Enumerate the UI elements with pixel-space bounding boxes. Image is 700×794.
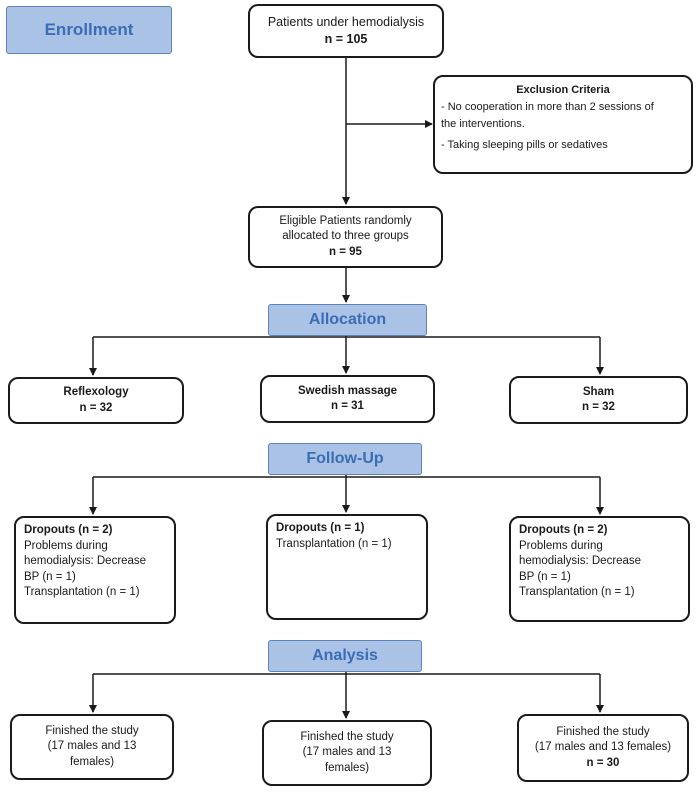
- eligible-line-1: Eligible Patients randomly: [279, 214, 412, 227]
- group-count: n = 31: [331, 400, 364, 412]
- eligible-count: n = 95: [329, 245, 362, 258]
- analysis-sham: Finished the study (17 males and 13 fema…: [517, 714, 689, 782]
- group-name: Sham: [582, 385, 615, 398]
- phase-enrollment: Enrollment: [6, 6, 172, 54]
- group-count: n = 32: [79, 401, 113, 414]
- group-reflexology: Reflexology n = 32: [8, 377, 184, 424]
- phase-followup: Follow-Up: [268, 443, 422, 475]
- enrollment-count: n = 105: [324, 32, 368, 46]
- phase-analysis: Analysis: [268, 640, 422, 672]
- dropouts-title: Dropouts (n = 2): [24, 524, 113, 536]
- dropouts-line: Transplantation (n = 1): [519, 586, 635, 598]
- analysis-swedish-massage: Finished the study (17 males and 13 fema…: [262, 720, 432, 786]
- dropouts-title: Dropouts (n = 2): [519, 524, 608, 536]
- dropouts-line: Transplantation (n = 1): [24, 586, 140, 598]
- group-count: n = 32: [582, 401, 615, 413]
- analysis-line-2: (17 males and 13: [302, 746, 392, 759]
- analysis-line-1: Finished the study: [556, 725, 650, 738]
- exclusion-title: Exclusion Criteria: [516, 84, 610, 96]
- dropouts-line: Problems during: [24, 539, 108, 552]
- analysis-reflexology: Finished the study (17 males and 13 fema…: [10, 714, 174, 780]
- exclusion-item-1a: - No cooperation in more than 2 sessions…: [441, 101, 654, 113]
- exclusion-item-2: - Taking sleeping pills or sedatives: [441, 139, 608, 151]
- dropouts-line: BP (n = 1): [519, 570, 571, 583]
- phase-allocation: Allocation: [268, 304, 427, 336]
- analysis-line-2: (17 males and 13: [47, 740, 137, 753]
- dropouts-line: BP (n = 1): [24, 570, 76, 583]
- dropouts-line: Transplantation (n = 1): [276, 537, 392, 550]
- group-name: Swedish massage: [297, 384, 398, 397]
- exclusion-item-1b: the interventions.: [441, 118, 525, 130]
- analysis-line-1: Finished the study: [45, 724, 139, 737]
- enrollment-box: Patients under hemodialysis n = 105: [248, 4, 444, 58]
- eligible-line-2: allocated to three groups: [282, 230, 409, 243]
- analysis-line-3: n = 30: [586, 756, 620, 769]
- dropouts-line: hemodialysis: Decrease: [24, 555, 147, 567]
- dropouts-swedish-massage: Dropouts (n = 1) Transplantation (n = 1): [266, 514, 428, 620]
- group-name: Reflexology: [63, 386, 129, 398]
- dropouts-title: Dropouts (n = 1): [276, 522, 365, 534]
- group-sham: Sham n = 32: [509, 376, 688, 424]
- dropouts-line: Problems during: [519, 539, 603, 552]
- dropouts-reflexology: Dropouts (n = 2) Problems during hemodia…: [14, 516, 176, 624]
- analysis-line-1: Finished the study: [300, 730, 394, 743]
- dropouts-line: hemodialysis: Decrease: [519, 555, 642, 567]
- dropouts-sham: Dropouts (n = 2) Problems during hemodia…: [509, 516, 690, 622]
- analysis-line-2: (17 males and 13 females): [534, 741, 672, 754]
- exclusion-box: Exclusion Criteria - No cooperation in m…: [433, 75, 693, 174]
- group-swedish-massage: Swedish massage n = 31: [260, 375, 435, 423]
- analysis-line-3: females): [69, 755, 115, 768]
- eligible-box: Eligible Patients randomly allocated to …: [248, 206, 443, 268]
- enrollment-label: Patients under hemodialysis: [267, 15, 425, 29]
- analysis-line-3: females): [324, 761, 370, 774]
